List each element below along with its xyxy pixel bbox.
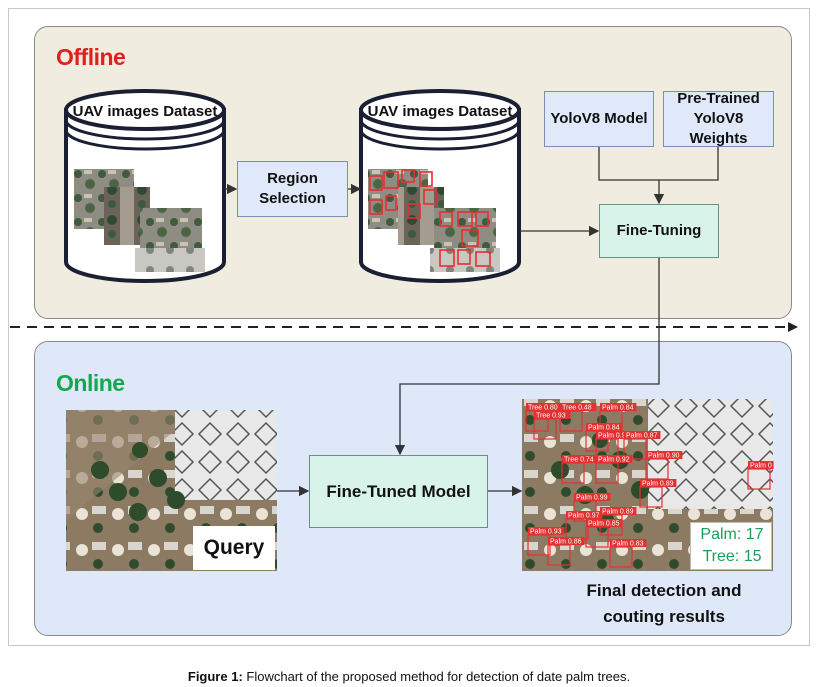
fine-tuning-box: Fine-Tuning — [599, 204, 719, 258]
detection-label: Palm 0.87 — [626, 433, 658, 440]
region-boxes — [369, 169, 491, 267]
detection-label-bg — [640, 479, 677, 487]
connector-yolo-inputs — [598, 147, 719, 181]
figure-caption: Figure 1: Flowchart of the proposed meth… — [0, 669, 818, 684]
results-line1: Final detection and — [586, 581, 742, 600]
connectors — [225, 147, 719, 497]
detection-label: Palm 0.83 — [612, 541, 644, 548]
detection-label-bg — [748, 461, 774, 469]
offline-title: Offline — [56, 44, 126, 70]
count-box: Palm: 17 Tree: 15 — [690, 522, 772, 570]
detection-label-bg — [600, 403, 637, 411]
pretrained-weights-line2: YoloV8 Weights — [689, 110, 748, 147]
detection-label: Palm 0.94 — [598, 433, 630, 440]
pretrained-weights-box: Pre-Trained YoloV8 Weights — [663, 90, 774, 147]
dataset-right-label: UAV images Dataset — [368, 103, 513, 120]
detection-label-bg — [610, 539, 647, 547]
detection-label-bg — [596, 431, 633, 439]
detection-label-bg — [534, 411, 571, 419]
online-title: Online — [56, 370, 125, 396]
detection-label-bg — [566, 511, 603, 519]
detection-label: Palm 0.93 — [530, 529, 562, 536]
region-selection-line1: Region — [267, 170, 318, 187]
detection-label-bg — [560, 403, 597, 411]
detection-label: Palm 0.89 — [642, 481, 674, 488]
dataset-left-label: UAV images Dataset — [73, 103, 218, 120]
yolov8-model-box: YoloV8 Model — [544, 91, 654, 147]
detection-label: Palm 0.99 — [576, 495, 608, 502]
results-line2: couting results — [603, 607, 725, 626]
detection-label-bg — [562, 455, 599, 463]
detection-label-bg — [600, 507, 637, 515]
detection-label: Palm 0.84 — [602, 405, 634, 412]
detection-label: Palm 0.97 — [568, 513, 600, 520]
uav-image-thumbnail — [135, 248, 205, 272]
fine-tuning-label: Fine-Tuning — [616, 222, 702, 239]
dataset-cylinder-left — [64, 89, 226, 283]
detection-label-bg — [574, 493, 611, 501]
detection-label: Tree 0.80 — [528, 405, 558, 412]
caption-text: Flowchart of the proposed method for det… — [242, 669, 631, 684]
results-caption: Final detection and couting results — [572, 578, 756, 630]
palm-count: Palm: 17 — [700, 526, 764, 543]
detection-label: Palm 0.84 — [588, 425, 620, 432]
dataset-cylinder-right — [359, 89, 521, 283]
query-label: Query — [193, 526, 275, 570]
detection-label: Tree 0.93 — [536, 413, 566, 420]
detection-label-bg — [528, 527, 565, 535]
detection-label-bg — [646, 451, 683, 459]
region-selection-box: Region Selection — [237, 161, 348, 217]
fine-tuned-model-box: Fine-Tuned Model — [309, 455, 488, 528]
detection-label-bg — [624, 431, 661, 439]
detection-label: Palm 0.86 — [550, 539, 582, 546]
detection-label: Tree 0.74 — [564, 457, 594, 464]
detection-label-bg — [548, 537, 585, 545]
region-selection-line2: Selection — [259, 190, 326, 207]
detection-label-bg — [586, 423, 623, 431]
detection-label-bg — [596, 455, 633, 463]
divider-arrowhead — [788, 322, 798, 332]
detection-label: Palm 0.85 — [588, 521, 620, 528]
detection-label: Tree 0.48 — [562, 405, 592, 412]
detection-label: Palm 0.92 — [598, 457, 630, 464]
detection-label-bg — [526, 403, 563, 411]
detection-label: Palm 0.89 — [602, 509, 634, 516]
tree-count: Tree: 15 — [702, 548, 762, 565]
pretrained-weights-line1: Pre-Trained — [677, 90, 760, 107]
detection-label: Palm 0 — [750, 463, 772, 470]
detection-label: Palm 0.90 — [648, 453, 680, 460]
fine-tuned-model-label: Fine-Tuned Model — [326, 481, 471, 501]
detection-label-bg — [586, 519, 623, 527]
caption-label: Figure 1: — [187, 669, 243, 684]
arrow-finetuning-to-model — [394, 258, 660, 456]
yolov8-model-label: YoloV8 Model — [550, 110, 648, 127]
